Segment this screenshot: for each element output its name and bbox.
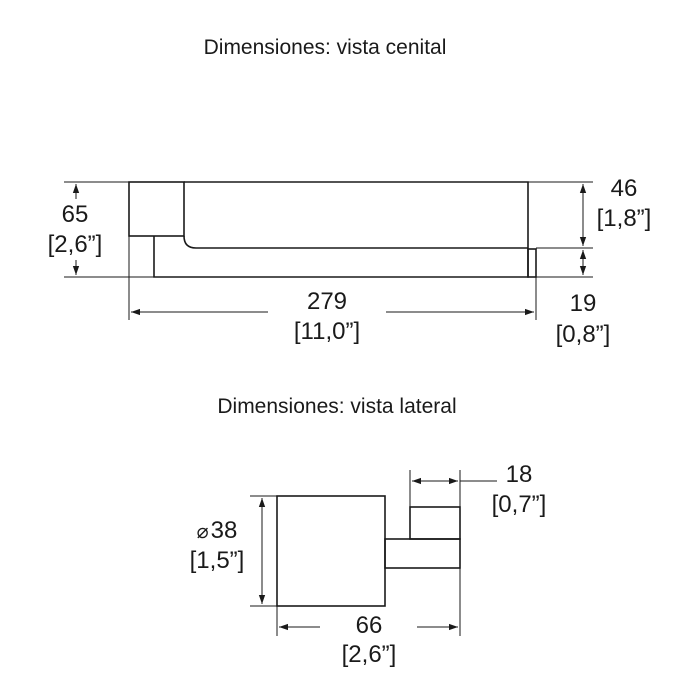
- top-view-product-outline: [128, 181, 537, 278]
- side-view-body: [276, 495, 386, 607]
- side-view-product-outline: [276, 495, 461, 607]
- dim-height-total-inches: [2,6”]: [48, 231, 103, 258]
- dim-arm-thickness-value: 19: [570, 290, 597, 317]
- dim-height-total-value: 65: [62, 201, 89, 228]
- dim-arm-thickness: [536, 250, 593, 278]
- side-view-title: Dimensiones: vista lateral: [217, 395, 456, 418]
- dim-diameter: [250, 495, 277, 607]
- top-view-arm-outer: [153, 181, 529, 278]
- diameter-symbol-icon: ⌀: [197, 521, 209, 543]
- dim-height-total: [64, 181, 154, 278]
- side-view-cap: [409, 506, 461, 540]
- top-view-end-cap: [527, 248, 537, 278]
- dim-length-value: 279: [307, 288, 347, 315]
- dim-diameter-value: ⌀38: [197, 517, 238, 544]
- top-view-arm-inner: [183, 235, 528, 249]
- dim-depth-value: 66: [356, 612, 383, 639]
- side-view-arm: [384, 538, 461, 569]
- dim-depth-inches: [2,6”]: [342, 641, 397, 668]
- top-view-wall-block: [128, 181, 185, 237]
- dim-depth: [276, 568, 461, 636]
- dim-depth-arm-gap: [528, 181, 593, 249]
- dim-cap-length: [409, 470, 497, 507]
- dim-length-inches: [11,0”]: [294, 318, 360, 345]
- dim-arm-thickness-inches: [0,8”]: [556, 321, 611, 348]
- dim-cap-length-value: 18: [506, 461, 533, 488]
- dim-cap-length-inches: [0,7”]: [492, 491, 547, 518]
- top-view-title: Dimensiones: vista cenital: [204, 36, 447, 59]
- dim-depth-arm-gap-inches: [1,8”]: [597, 205, 652, 232]
- dim-diameter-inches: [1,5”]: [190, 547, 245, 574]
- dim-length: [128, 236, 537, 320]
- dim-depth-arm-gap-value: 46: [611, 175, 638, 202]
